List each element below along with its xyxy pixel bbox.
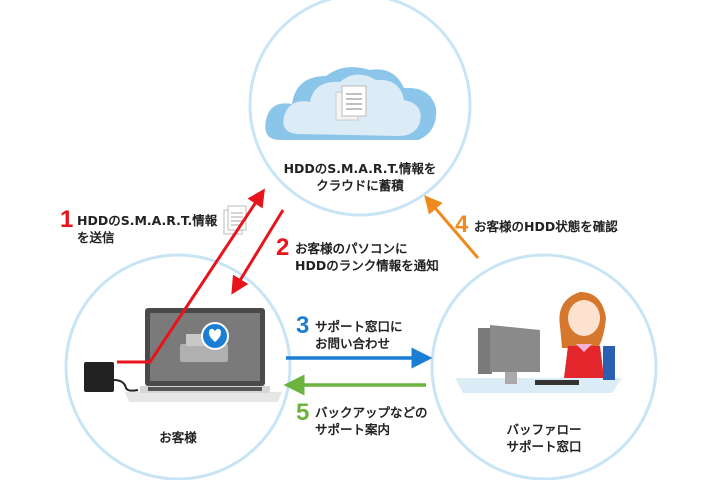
step-2-line2: HDDのランク情報を通知 xyxy=(295,258,439,273)
step-5-line2: サポート案内 xyxy=(315,422,391,437)
step-4-label: お客様のHDD状態を確認 xyxy=(474,219,618,234)
step-1-label: HDDのS.M.A.R.T.情報 を送信 xyxy=(77,212,217,246)
step-1-line1: HDDのS.M.A.R.T.情報 xyxy=(77,213,218,228)
step-5-line1: バックアップなどの xyxy=(315,405,428,420)
customer-label: お客様 xyxy=(159,430,197,445)
cloud-label: HDDのS.M.A.R.T.情報を クラウドに蓄積 xyxy=(280,160,440,194)
step-1-arrow xyxy=(117,188,265,364)
step-4-number: 4 xyxy=(455,211,469,238)
step-5-label: バックアップなどの サポート案内 xyxy=(315,404,428,438)
document-icon xyxy=(335,85,367,121)
step-3-line1: サポート窓口に xyxy=(315,319,403,334)
support-operator-illustration xyxy=(455,292,622,393)
cloud-label-line1: HDDのS.M.A.R.T.情報を xyxy=(283,161,437,176)
step-2-number: 2 xyxy=(276,234,290,261)
external-hdd-icon xyxy=(84,362,139,392)
step-4-arrow xyxy=(424,195,480,259)
support-label: バッファロー サポート窓口 xyxy=(494,421,594,455)
cloud-label-line2: クラウドに蓄積 xyxy=(316,178,404,193)
step-3-number: 3 xyxy=(296,312,310,339)
support-label-line1: バッファロー xyxy=(506,422,582,437)
step-3-label: サポート窓口に お問い合わせ xyxy=(315,318,403,352)
step-3-line2: お問い合わせ xyxy=(315,336,391,351)
step-1-number: 1 xyxy=(60,206,74,233)
step-2-line1: お客様のパソコンに xyxy=(295,241,408,256)
step-2-label: お客様のパソコンに HDDのランク情報を通知 xyxy=(295,240,439,274)
laptop-icon xyxy=(125,308,282,402)
support-label-line2: サポート窓口 xyxy=(506,439,582,454)
step-5-number: 5 xyxy=(296,399,310,426)
step-1-line2: を送信 xyxy=(77,230,115,245)
step-2-arrow xyxy=(231,209,285,295)
